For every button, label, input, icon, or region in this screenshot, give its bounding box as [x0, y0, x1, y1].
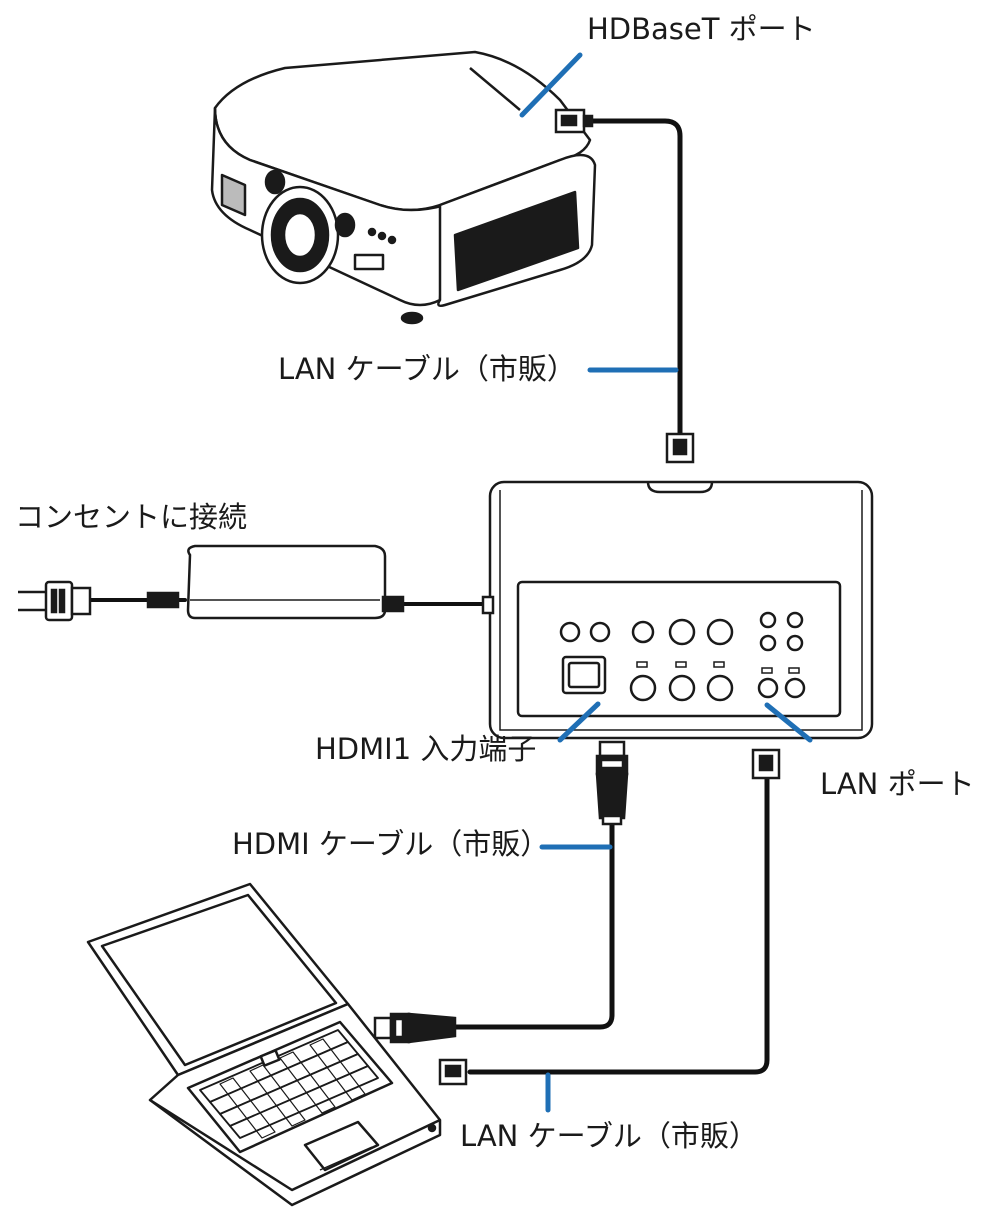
lan-cable-bottom	[467, 772, 770, 1075]
laptop	[86, 882, 442, 1207]
label-lan-cable-top: LAN ケーブル（市販）	[278, 352, 576, 386]
cables	[88, 118, 770, 1075]
label-hdbaset-port: HDBaseT ポート	[587, 12, 816, 46]
rj45-plug-transmitter-bottom	[751, 748, 781, 780]
lan-cable-top	[587, 118, 683, 439]
hdbaset-transmitter	[488, 480, 874, 740]
hdmi-cable	[452, 819, 615, 1030]
leader-hdbaset-port	[519, 52, 583, 118]
ac-adapter	[146, 544, 495, 620]
hdmi-plug-laptop	[373, 1012, 457, 1044]
label-hdmi-cable: HDMI ケーブル（市販）	[232, 827, 550, 861]
rj45-plug-projector	[554, 108, 594, 134]
label-lan-cable-bottom: LAN ケーブル（市販）	[460, 1119, 758, 1153]
projector	[210, 50, 597, 325]
rj45-plug-transmitter-top	[665, 432, 695, 464]
leader-hdmi1-input	[557, 701, 601, 743]
leader-lines	[519, 52, 813, 1113]
label-outlet: コンセントに接続	[15, 500, 248, 534]
label-lan-port: LAN ポート	[820, 767, 975, 801]
rj45-plug-laptop	[438, 1058, 468, 1086]
hdmi-plug-transmitter	[595, 740, 629, 826]
ac-plug	[18, 580, 92, 622]
label-hdmi1-input: HDMI1 入力端子	[315, 732, 537, 766]
connectors	[373, 108, 781, 1086]
leader-lan-port	[764, 702, 813, 743]
